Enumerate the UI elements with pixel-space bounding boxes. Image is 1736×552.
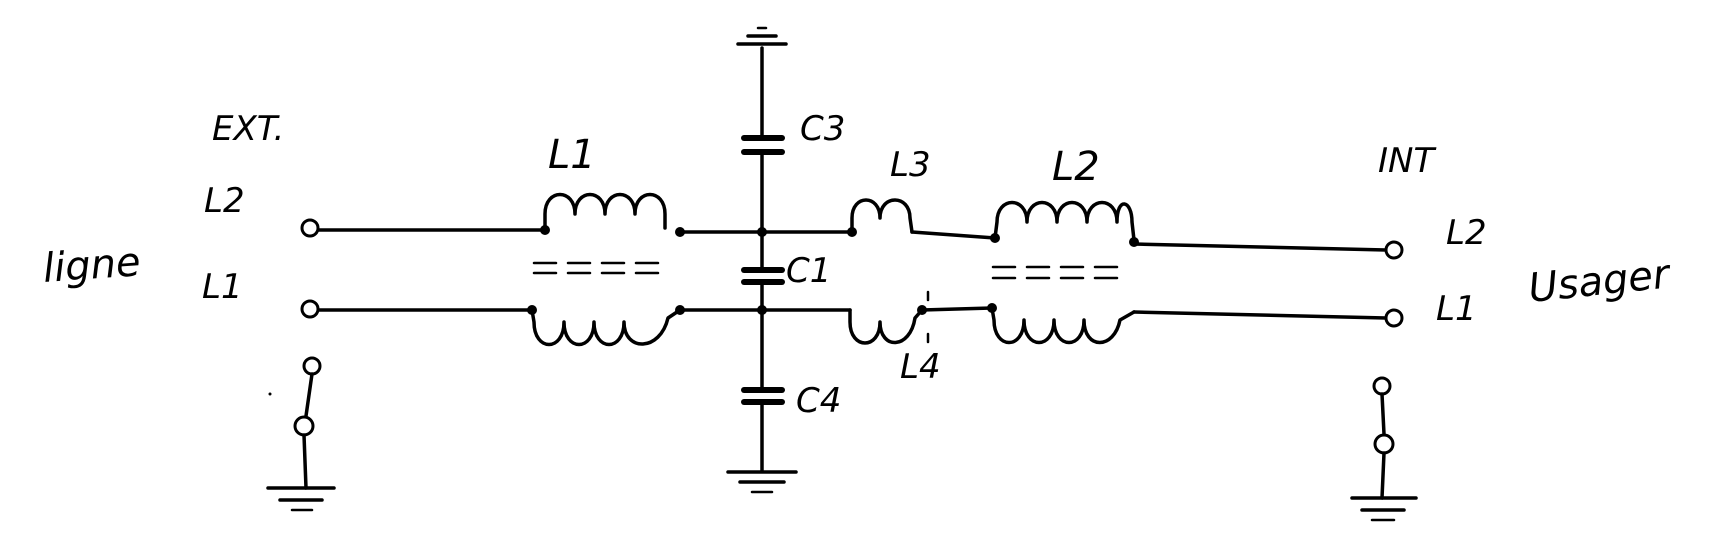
c3-ground-symbol [736, 26, 788, 46]
junction-dot [917, 305, 927, 315]
int-earth-ground-assembly [1350, 376, 1418, 522]
left-l2-label: L2 [204, 181, 245, 221]
right-l1-label: L1 [1436, 289, 1477, 329]
cap-c3-label: C3 [800, 109, 845, 149]
junction-dot [990, 233, 1000, 243]
capacitor-c3 [741, 135, 785, 155]
capacitor-c4 [741, 387, 785, 405]
left-l1-label: L1 [202, 267, 243, 307]
top-line-wire-mid2 [910, 230, 997, 240]
bottom-line-wire-mid2 [920, 306, 994, 312]
c4-ground-symbol [726, 470, 798, 494]
inductor-l2-bottom-coil [990, 306, 1136, 345]
inductor-l4-coil [848, 308, 924, 345]
junction-dot [757, 305, 767, 315]
bottom-line-wire-right [1132, 310, 1388, 320]
inductor-l1-label: L1 [548, 132, 596, 178]
junction-dot [675, 305, 685, 315]
ext-label: EXT. [212, 109, 284, 149]
junction-dot [847, 227, 857, 237]
inductor-l3-coil [850, 198, 914, 234]
junction-dot [757, 227, 767, 237]
inductor-l2-label: L2 [1052, 144, 1100, 190]
ext-earth-ground-assembly [266, 356, 336, 512]
right-l2-label: L2 [1446, 213, 1487, 253]
top-line-wire-right [1132, 242, 1388, 252]
inductor-l3-label: L3 [890, 145, 931, 185]
ext-l2-terminal [300, 218, 320, 238]
inductor-l1-bottom-coil [530, 308, 682, 347]
int-l1-terminal [1384, 308, 1404, 328]
junction-dot [987, 303, 997, 313]
ligne-label: ligne [41, 239, 142, 292]
capacitor-c1 [741, 267, 785, 285]
scan-speck [268, 392, 272, 396]
int-label: INT [1378, 141, 1436, 181]
usager-label: Usager [1526, 251, 1674, 312]
int-l2-terminal [1384, 240, 1404, 260]
cap-c4-label: C4 [796, 381, 841, 421]
inductor-l1-core-dashes [532, 261, 660, 275]
inductor-l4-label: L4 [900, 347, 941, 387]
junction-dot [1129, 237, 1139, 247]
junction-dot [675, 227, 685, 237]
junction-dot [527, 305, 537, 315]
ext-l1-terminal [300, 299, 320, 319]
cap-c1-label: C1 [786, 251, 831, 291]
inductor-l2-top-coil [993, 200, 1136, 242]
inductor-l2-core-dashes [991, 265, 1119, 280]
junction-dot [540, 225, 550, 235]
inductor-l1-top-coil [543, 192, 667, 232]
